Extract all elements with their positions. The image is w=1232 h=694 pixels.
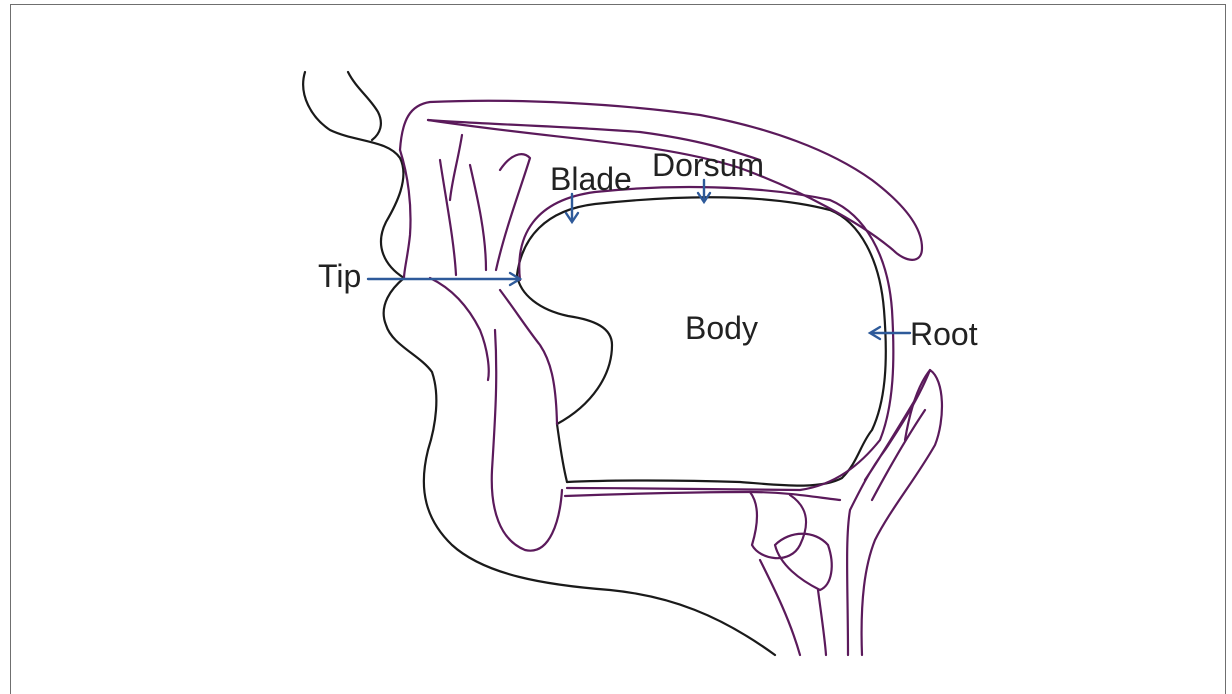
alveolar-ridge (496, 154, 530, 270)
label-tip: Tip (318, 260, 361, 292)
hyoid-bone (775, 534, 832, 590)
tongue-base (565, 492, 840, 500)
lower-lip-inner (492, 330, 562, 551)
label-blade: Blade (550, 163, 632, 195)
pharynx-back (862, 370, 942, 655)
lower-incisor (430, 278, 557, 424)
upper-lip-teeth (400, 150, 411, 278)
label-root: Root (910, 318, 978, 350)
hyoid-region (750, 492, 806, 558)
lower-lip-outline (517, 275, 612, 424)
incisor-upper (440, 135, 486, 275)
nose-outline (348, 72, 381, 140)
label-body: Body (685, 312, 758, 344)
larynx-front (760, 560, 826, 655)
mandible-line (557, 424, 567, 482)
label-dorsum: Dorsum (652, 149, 764, 181)
